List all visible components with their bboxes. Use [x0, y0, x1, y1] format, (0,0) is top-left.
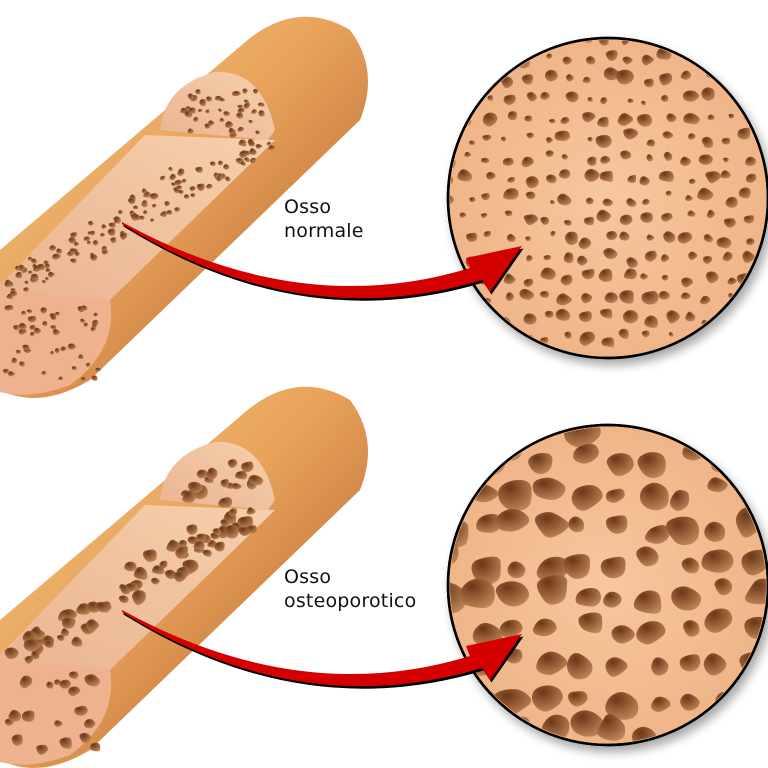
bone-osteoporotic: [0, 386, 368, 768]
magnified-circles: [446, 36, 768, 747]
arrows: [122, 222, 524, 689]
label-normal-line1: Osso: [284, 196, 332, 218]
magnified-circle-normal: [446, 36, 768, 360]
arrow-normal: [122, 222, 524, 301]
label-normal-line2: normale: [284, 220, 364, 242]
label-normal-bone: Osso normale: [284, 195, 364, 243]
magnified-circle-osteoporotic: [446, 423, 768, 747]
label-osteoporotic-line2: osteoporotico: [284, 590, 417, 612]
arrow-osteoporotic: [122, 610, 524, 689]
bone-illustrations: [0, 16, 368, 768]
label-osteoporotic-bone: Osso osteoporotico: [284, 565, 416, 613]
bone-normal: [0, 16, 368, 398]
label-osteoporotic-line1: Osso: [284, 566, 332, 588]
